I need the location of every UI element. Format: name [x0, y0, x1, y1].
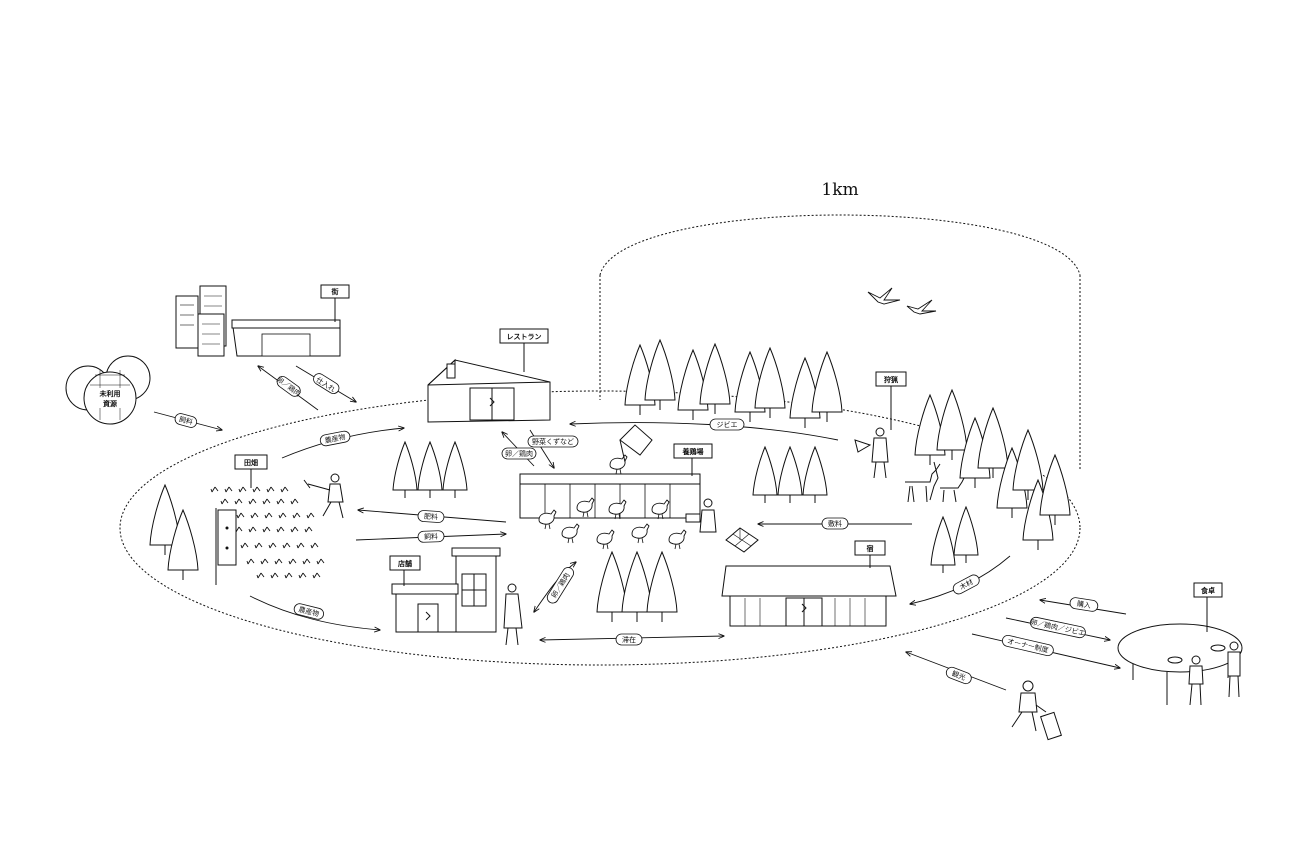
pill-produce-1 [319, 430, 351, 447]
pill-fertilizer [417, 510, 445, 523]
pill-egg-chicken-3 [546, 567, 575, 604]
arrow-lumber [910, 555, 1011, 604]
label-feed-2: 飼料 [424, 532, 438, 541]
fields-sign: 田畑 [234, 454, 268, 488]
label-egg-chicken-2: 卵／鶏肉 [505, 449, 533, 458]
pill-bedding [821, 517, 849, 530]
deer [905, 461, 965, 503]
poultry-farm-illustration [519, 424, 701, 550]
label-vegetable-scraps: 野菜くずなど [532, 437, 574, 446]
town-sign: 街 [320, 284, 350, 322]
pill-lumber [952, 574, 980, 595]
arrow-gibier [570, 423, 839, 441]
poultry-farm-sign: 養鶏場 [673, 443, 713, 476]
unused-resources-label-2: 資源 [103, 399, 117, 408]
pill-owner-system [1002, 634, 1054, 656]
cylinder-top [599, 214, 1081, 276]
label-gibier: ジビエ [717, 420, 738, 429]
trees-left-edge [149, 484, 199, 581]
pill-gibier [709, 418, 745, 431]
shop-label: 店舗 [398, 559, 412, 568]
unused-resources-bags: 未利用 資源 [65, 355, 151, 425]
dining-table-sign: 食卓 [1193, 582, 1223, 632]
arrow-produce-2 [249, 595, 380, 630]
hunting-sign: 狩猟 [875, 371, 907, 430]
label-feed-1: 飼料 [178, 414, 194, 426]
field-banner [215, 508, 237, 585]
shop-person [503, 583, 523, 646]
trees-bottom-center [596, 551, 678, 623]
restaurant-sign: レストラン [499, 328, 549, 372]
scale-label: 1km [821, 180, 858, 200]
restaurant-label: レストラン [507, 333, 542, 341]
inn-sign: 宿 [854, 540, 886, 568]
pill-feed-2 [417, 530, 445, 543]
pill-stay [615, 633, 643, 646]
pill-egg-chicken-gibier [1029, 616, 1086, 639]
egg-crate [725, 527, 759, 553]
label-produce-1: 農産物 [324, 432, 346, 445]
tourist-figure [1011, 680, 1062, 741]
pill-feed-1 [174, 413, 198, 428]
fields-label: 田畑 [244, 458, 258, 467]
pill-egg-chicken-1 [276, 376, 301, 397]
trees-center-right [752, 446, 828, 504]
label-owner-system: オーナー制度 [1006, 636, 1049, 654]
region-boundary [119, 390, 1081, 666]
forest-top [624, 339, 843, 429]
town-label: 街 [331, 287, 339, 296]
pill-produce-2 [293, 603, 324, 620]
unused-resources-label-1: 未利用 [100, 389, 121, 398]
poultry-farm-label: 養鶏場 [682, 447, 704, 456]
inn-label: 宿 [867, 544, 874, 553]
forest-right [914, 389, 1071, 574]
hunter-figure [854, 427, 889, 479]
label-bedding: 敷料 [828, 519, 842, 528]
label-fertilizer: 肥料 [424, 512, 439, 522]
pill-egg-chicken-2 [501, 447, 537, 460]
pill-sightseeing [945, 666, 972, 685]
shop-sign: 店舗 [389, 555, 421, 586]
arrow-egg-chicken-3 [534, 562, 576, 612]
shop-illustration [391, 547, 501, 633]
pill-purchase [1069, 597, 1099, 612]
farmer-with-eggs [685, 498, 717, 533]
pill-purchasing [313, 373, 340, 394]
pill-vegetable-scraps [527, 435, 579, 448]
label-stay: 滞在 [622, 635, 636, 644]
trees-center-left [392, 441, 468, 499]
inn-illustration [721, 565, 897, 627]
dining-table-label: 食卓 [1200, 586, 1215, 595]
label-egg-chicken-gibier: 卵／鶏肉／ジビエ [1030, 617, 1087, 637]
restaurant-illustration [427, 358, 551, 423]
label-purchase: 購入 [1076, 599, 1091, 610]
birds [867, 287, 937, 315]
farmer-figure [303, 473, 344, 519]
hunting-label: 狩猟 [884, 375, 898, 384]
town-illustration [175, 285, 341, 357]
dining-table-illustration [1117, 623, 1243, 706]
